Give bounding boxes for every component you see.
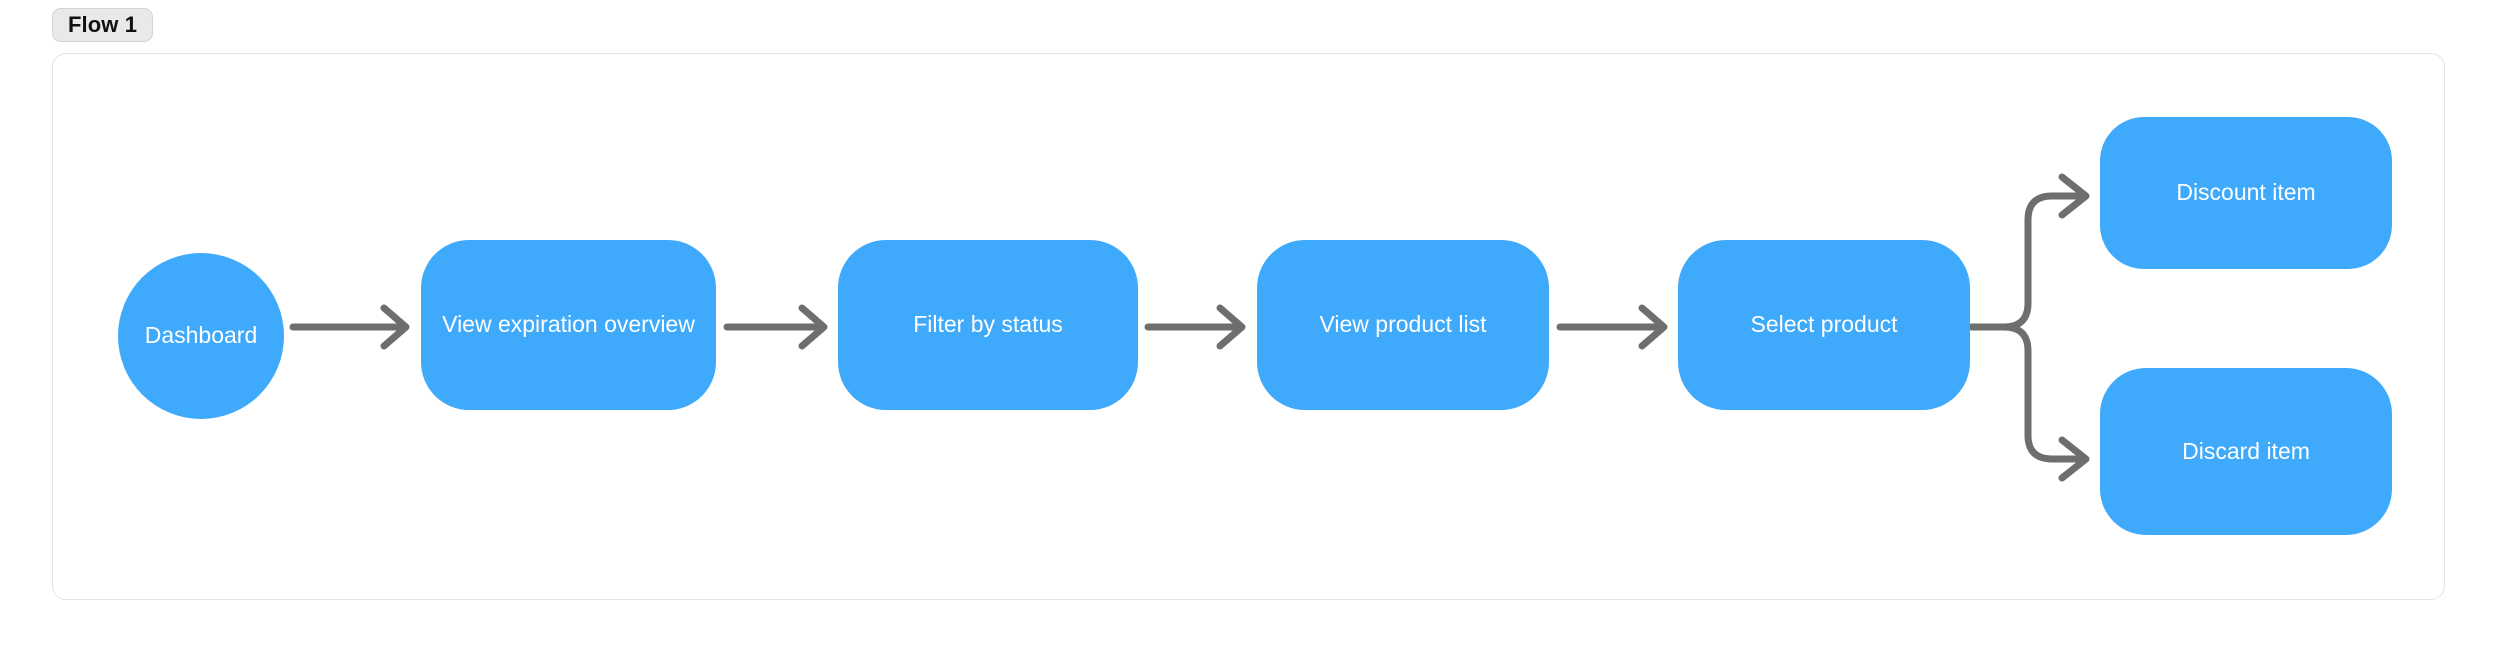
flow-node-select-product[interactable]: Select product: [1678, 240, 1970, 410]
flow-node-label: Discount item: [2176, 179, 2316, 206]
flow-node-discount-item[interactable]: Discount item: [2100, 117, 2392, 269]
flow-tab-flow-1[interactable]: Flow 1: [52, 8, 154, 42]
flow-node-label: Select product: [1750, 311, 1898, 338]
flow-node-label: View expiration overview: [442, 311, 695, 338]
flow-node-filter-by-status[interactable]: Filter by status: [838, 240, 1138, 410]
flow-tab-label: Flow 1: [68, 12, 138, 37]
flow-node-discard-item[interactable]: Discard item: [2100, 368, 2392, 535]
flow-node-dashboard[interactable]: Dashboard: [118, 253, 284, 419]
flow-node-label: Dashboard: [144, 322, 258, 349]
flow-node-label: View product list: [1319, 311, 1487, 338]
flow-node-label: Discard item: [2182, 437, 2310, 464]
flow-node-view-expiration-overview[interactable]: View expiration overview: [421, 240, 716, 410]
flow-canvas-panel[interactable]: [52, 53, 2445, 600]
flow-node-label: Filter by status: [913, 311, 1063, 338]
flow-node-view-product-list[interactable]: View product list: [1257, 240, 1549, 410]
